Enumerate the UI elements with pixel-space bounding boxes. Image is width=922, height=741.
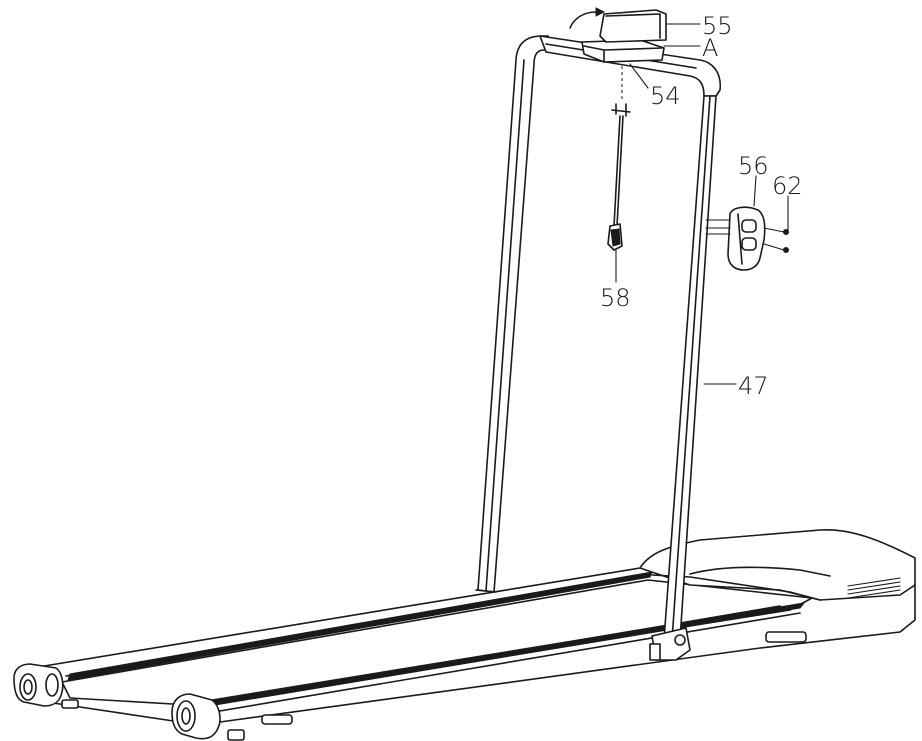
callout-58: 58 (600, 284, 631, 312)
handrail-upright (475, 35, 722, 661)
treadmill-deck (13, 528, 916, 741)
hand-control (705, 206, 789, 271)
safety-key (607, 103, 631, 251)
callout-labels: 55 A 54 56 62 58 47 (600, 12, 803, 400)
console-assembly (569, 7, 667, 100)
callout-62: 62 (772, 172, 803, 200)
callout-56: 56 (738, 152, 769, 180)
callout-47: 47 (738, 372, 769, 400)
callout-54: 54 (650, 82, 681, 110)
callout-A: A (702, 34, 718, 62)
leader-lines (615, 23, 789, 385)
callout-55: 55 (702, 12, 733, 40)
